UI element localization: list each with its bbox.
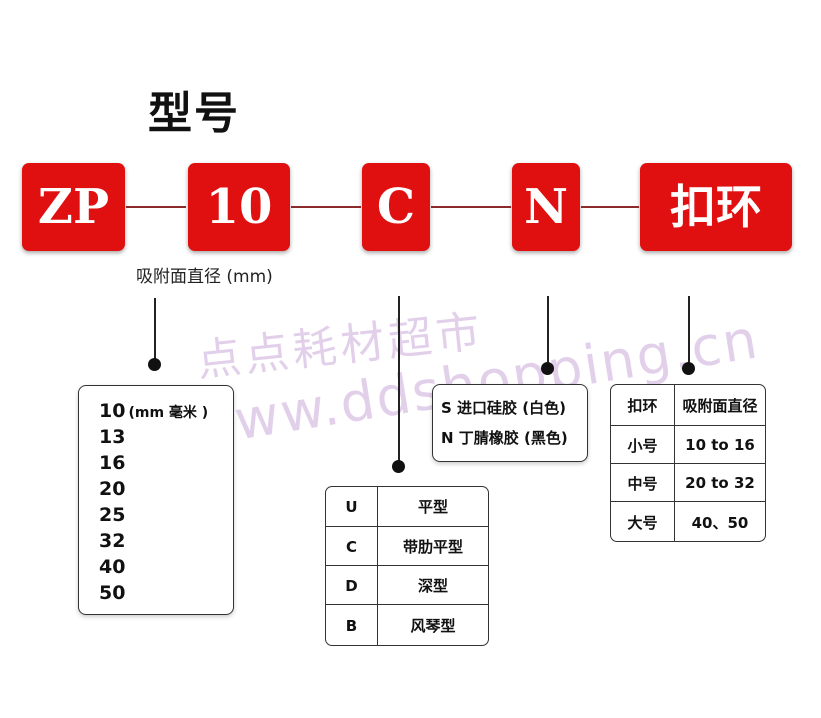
- watermark-cn: 点点耗材超市: [194, 306, 487, 387]
- table-row: U 平型: [326, 487, 488, 526]
- code-size: 10: [205, 179, 273, 235]
- type-table: U 平型 C 带肋平型 D 深型 B 风琴型: [325, 486, 489, 646]
- leader-ring: [688, 296, 690, 366]
- dot-material: [541, 362, 554, 375]
- size-item-first: 10(mm 毫米 ): [99, 402, 208, 421]
- code-box-size: 10: [188, 163, 290, 251]
- table-row: 中号 20 to 32: [611, 463, 765, 502]
- dot-size: [148, 358, 161, 371]
- table-row: D 深型: [326, 565, 488, 605]
- type-code: C: [326, 527, 378, 566]
- material-panel: S 进口硅胶 (白色) N 丁腈橡胶 (黑色): [432, 384, 588, 462]
- code-type: C: [376, 179, 416, 235]
- ring-header-diameter: 吸附面直径: [682, 396, 758, 415]
- code-ring: 扣环: [670, 180, 762, 234]
- size-item: 25: [99, 504, 126, 526]
- table-row: B 风琴型: [326, 604, 488, 645]
- model-title: 型号: [148, 88, 240, 139]
- type-code: B: [326, 605, 378, 645]
- size-list-panel: 10(mm 毫米 ) 13 16 20 25 32 40 50: [78, 385, 234, 615]
- dash-4: [581, 206, 639, 208]
- size-item: 32: [99, 530, 126, 552]
- leader-material: [547, 296, 549, 366]
- ring-size: 大号: [611, 502, 675, 541]
- size-item: 20: [99, 478, 126, 500]
- size-item: 16: [99, 452, 126, 474]
- dot-type: [392, 460, 405, 473]
- size-value: 10: [99, 400, 126, 422]
- table-row: C 带肋平型: [326, 526, 488, 566]
- code-box-ring: 扣环: [640, 163, 792, 251]
- type-name: 平型: [417, 498, 448, 516]
- material-name: 进口硅胶 (白色): [457, 399, 566, 417]
- dash-1: [126, 206, 186, 208]
- type-name: 带肋平型: [402, 538, 463, 556]
- material-code: S: [441, 399, 452, 417]
- type-name: 深型: [417, 577, 448, 595]
- size-item: 40: [99, 556, 126, 578]
- size-item: 50: [99, 582, 126, 604]
- table-row: 小号 10 to 16: [611, 425, 765, 464]
- diameter-label: 吸附面直径 (mm): [136, 267, 273, 287]
- material-item-n: N 丁腈橡胶 (黑色): [441, 427, 568, 448]
- type-code: D: [326, 566, 378, 605]
- ring-range: 40、50: [691, 513, 749, 532]
- ring-size: 小号: [611, 426, 675, 464]
- ring-header-size: 扣环: [611, 385, 675, 425]
- code-box-type: C: [362, 163, 430, 251]
- code-box-material: N: [512, 163, 580, 251]
- ring-range: 20 to 32: [685, 474, 755, 492]
- material-name: 丁腈橡胶 (黑色): [458, 429, 568, 447]
- code-box-zp: ZP: [22, 163, 125, 251]
- table-row: 大号 40、50: [611, 501, 765, 541]
- leader-size: [154, 298, 156, 360]
- material-item-s: S 进口硅胶 (白色): [441, 397, 566, 418]
- type-name: 风琴型: [410, 617, 456, 635]
- dash-3: [431, 206, 511, 208]
- leader-type: [398, 296, 400, 464]
- ring-range: 10 to 16: [685, 436, 755, 454]
- code-material: N: [524, 179, 568, 235]
- dot-ring: [682, 362, 695, 375]
- ring-size: 中号: [611, 464, 675, 502]
- ring-table: 扣环 吸附面直径 小号 10 to 16 中号 20 to 32 大号 40、5…: [610, 384, 766, 542]
- material-code: N: [441, 429, 454, 447]
- type-code: U: [326, 487, 378, 526]
- table-header-row: 扣环 吸附面直径: [611, 385, 765, 425]
- dash-2: [291, 206, 361, 208]
- code-zp: ZP: [37, 179, 110, 235]
- size-item: 13: [99, 426, 126, 448]
- size-unit: (mm 毫米 ): [128, 405, 209, 421]
